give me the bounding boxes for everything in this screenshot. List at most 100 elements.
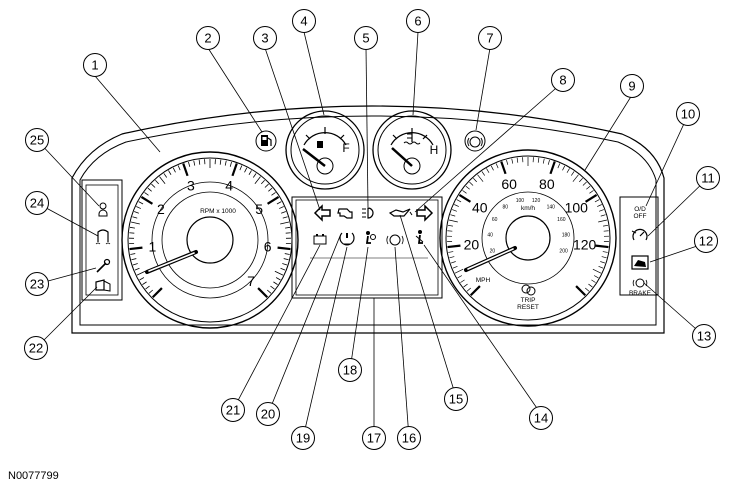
fuel-gauge: F [285,110,365,190]
temp-hot-label: H [430,143,439,157]
mph-label: MPH [476,277,491,284]
tach-tick [277,246,291,251]
mph-number: 100 [565,200,589,216]
callout-number: 8 [559,73,566,88]
tach-tick [145,285,150,290]
speed-tick [477,174,484,182]
brake-pad-wear-icon [464,130,486,152]
tach-tick [132,263,138,266]
speed-tick [456,199,462,203]
speed-tick [603,224,609,227]
high-beam-icon [362,207,374,219]
speed-tick [450,214,456,217]
speed-tick [486,168,490,173]
left-indicator-panel [81,179,123,301]
mph-number: 120 [573,236,597,252]
tach-tick [284,253,290,255]
callout-number: 13 [697,329,711,344]
speed-tick [490,165,494,171]
speed-tick [601,256,607,259]
tach-tick [283,258,289,261]
speed-tick [593,275,599,279]
trip-reset-button[interactable]: TRIP RESET [517,284,539,311]
oil-pressure-icon [388,208,413,217]
tach-tick [136,270,146,276]
callout-4: 4 [292,9,316,33]
tach-tick [140,195,154,205]
mph-number: 40 [472,200,488,216]
kmh-number: 180 [562,232,571,238]
temperature-gauge: H [372,110,452,190]
tach-tick [129,226,135,229]
kmh-number: 80 [502,205,508,211]
speedometer-ticks [447,157,609,297]
callout-6: 6 [406,9,430,33]
callout-19: 19 [291,426,315,450]
speed-tick [465,185,470,190]
speed-tick [586,185,591,190]
cruise-control-icon [631,228,648,241]
tach-number: 6 [264,238,272,254]
seatbelt-icon [415,230,424,244]
callout-number: 16 [402,431,416,446]
speed-tick [588,283,593,288]
speed-tick [598,219,608,223]
tach-tick [138,201,144,205]
tach-number: 5 [255,201,263,217]
tach-tick [285,226,291,229]
callout-number: 19 [296,431,310,446]
tach-tick [219,159,222,165]
speed-tick [495,163,499,169]
tach-tick [142,281,147,285]
tach-tick [273,281,278,285]
callout-3: 3 [253,26,277,50]
callout-8: 8 [551,68,575,92]
callout-number: 14 [534,411,548,426]
tach-tick [254,176,261,184]
center-warning-panel [291,196,443,299]
callout-20: 20 [256,402,280,426]
tach-tick [274,270,284,276]
tach-tick [193,160,196,166]
tach-tick [271,192,276,196]
service-engine-soon-icon [98,202,108,217]
tire-pressure-icon [339,232,355,246]
kmh-number: 60 [492,217,498,223]
tach-tick [279,206,284,209]
callout-12: 12 [694,229,718,253]
trip-reset-line1: TRIP [521,297,536,304]
callout-10: 10 [676,102,700,126]
callout-number: 23 [30,277,44,292]
tach-tick [270,285,275,290]
brake-warning-icon: BRAKE [629,278,652,297]
tach-tick [282,216,288,219]
callout-number: 11 [701,171,715,186]
speed-tick [448,219,458,223]
speed-tick [449,256,455,259]
speed-tick [579,177,583,183]
tach-tick [159,176,166,184]
left-turn-arrow-icon [313,204,331,222]
callout-9: 9 [620,74,644,98]
callout-22: 22 [24,336,48,360]
tach-tick [224,160,227,166]
callout-25: 25 [25,128,49,152]
mph-number: 60 [501,176,517,192]
callout-16: 16 [397,426,421,450]
callout-number: 25 [30,133,44,148]
tachometer-ticks [129,159,291,299]
speed-tick [452,265,458,269]
speed-tick [600,261,606,264]
callout-14: 14 [529,406,553,430]
tach-tick [239,165,243,171]
tach-tick [252,173,257,178]
callout-23: 23 [25,272,49,296]
speed-tick [450,261,456,264]
figure-id: N0077799 [8,470,59,482]
callout-number: 10 [681,107,695,122]
callout-number: 17 [367,431,381,446]
